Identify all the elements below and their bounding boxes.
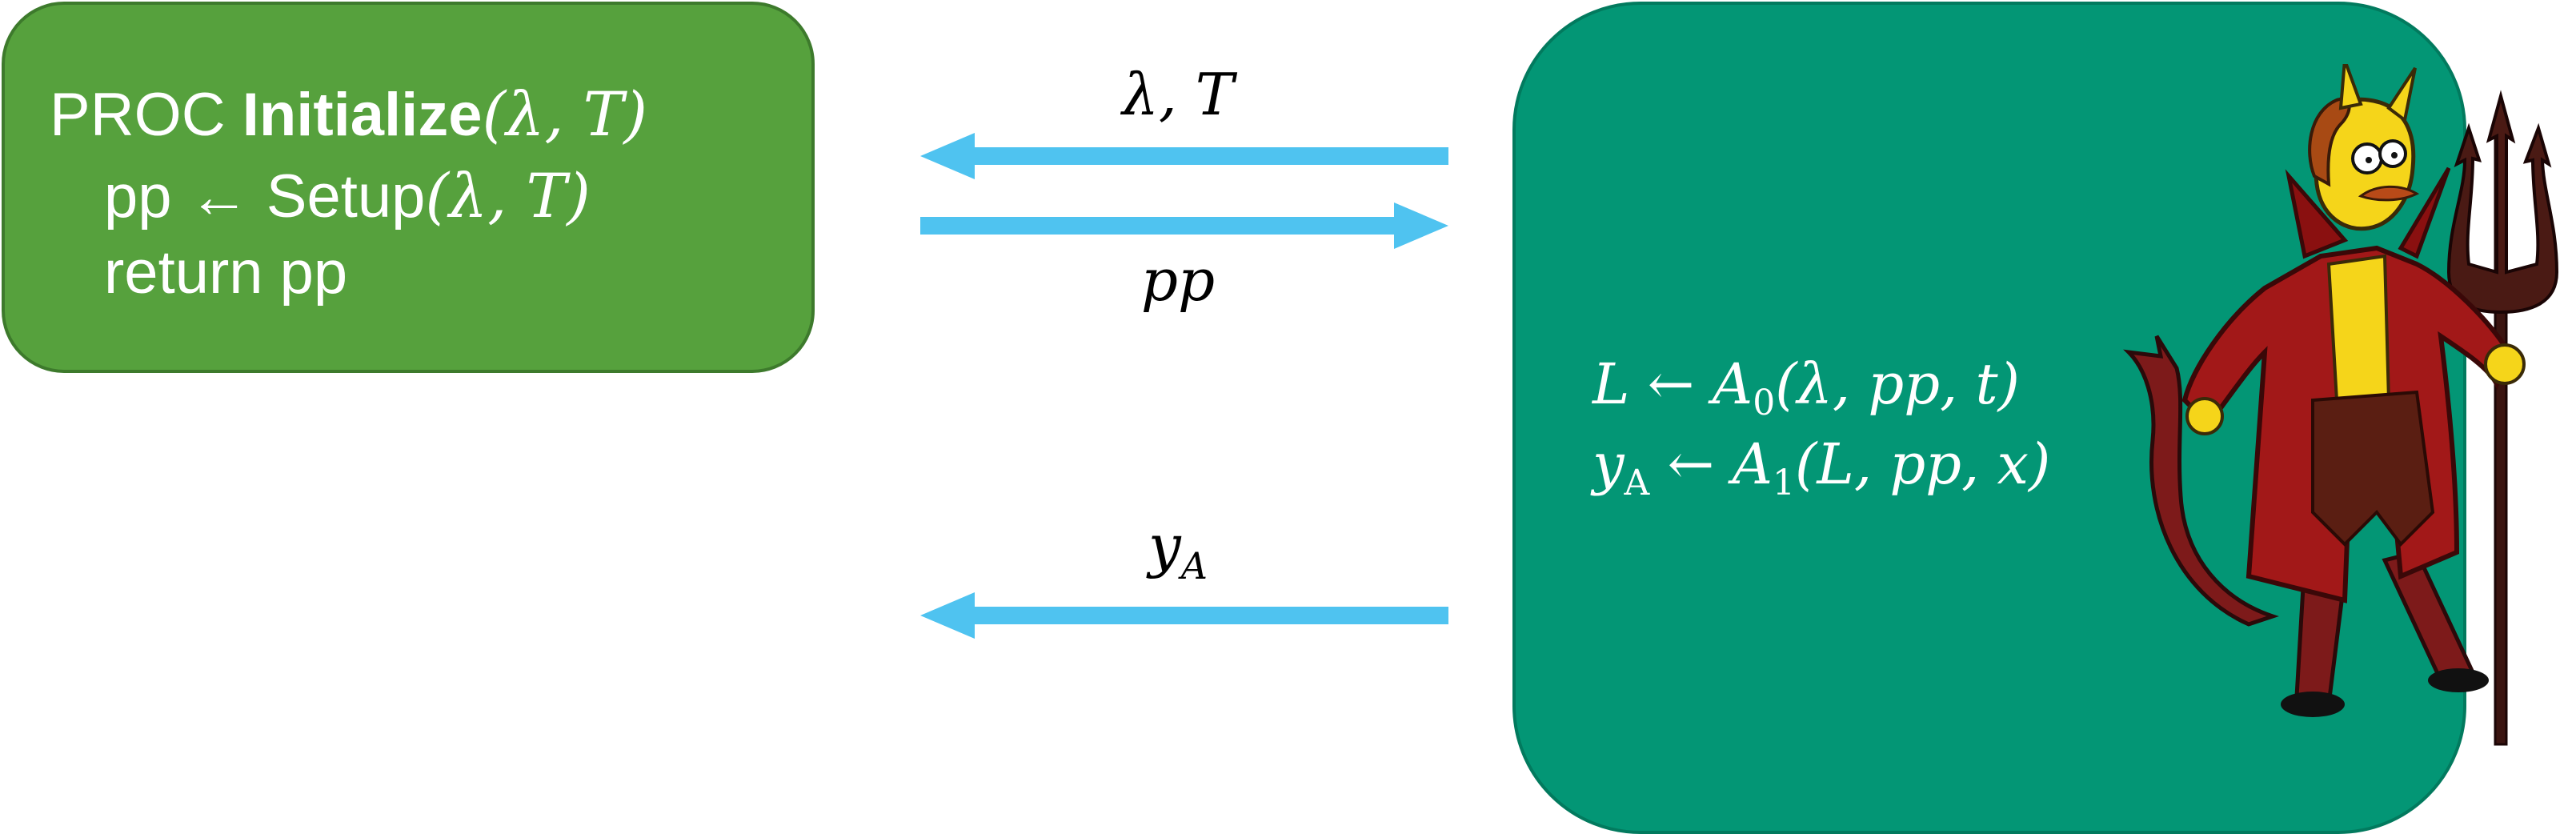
- label-y-a: yA: [1058, 512, 1298, 587]
- adv2-mid: ← A: [1649, 431, 1773, 497]
- arrow-to-adversary: [920, 202, 1448, 249]
- adv1-sub: 0: [1753, 383, 1776, 423]
- setup-line: pp ← Setup(λ, T): [104, 160, 591, 233]
- proc-keyword: PROC: [50, 81, 226, 149]
- label-lambda-t: λ, T: [1122, 61, 1234, 128]
- adv2-lhs-sub: A: [1624, 463, 1650, 503]
- devil-character-icon: [2123, 64, 2559, 746]
- label-pp: pp: [1140, 247, 1216, 314]
- proc-params: (λ, T): [482, 78, 648, 150]
- return-line: return pp: [104, 239, 348, 307]
- setup-args: (λ, T): [425, 160, 591, 231]
- label-y: y: [1148, 512, 1181, 579]
- adv2-args: (L, pp, x): [1795, 431, 2051, 497]
- adv1-args: (λ, pp, t): [1775, 351, 2020, 417]
- initialize-procedure-box: PROC Initialize(λ, T) pp ← Setup(λ, T) r…: [2, 2, 815, 373]
- setup-lhs: pp ← Setup: [104, 162, 426, 231]
- adversary-line-2: yA ← A1(L, pp, x): [1592, 427, 2050, 520]
- procedure-header: PROC Initialize(λ, T): [50, 78, 647, 151]
- adv2-lhs: y: [1592, 431, 1625, 497]
- label-y-sub: A: [1180, 544, 1208, 587]
- arrow-output-to-challenger: [920, 592, 1448, 639]
- arrow-to-challenger: [920, 133, 1448, 179]
- proc-name: Initialize: [242, 81, 483, 149]
- adv2-sub: 1: [1773, 463, 1796, 503]
- adv1-prefix: L ← A: [1592, 351, 1753, 417]
- adversary-line-1: L ← A0(λ, pp, t): [1592, 347, 2020, 440]
